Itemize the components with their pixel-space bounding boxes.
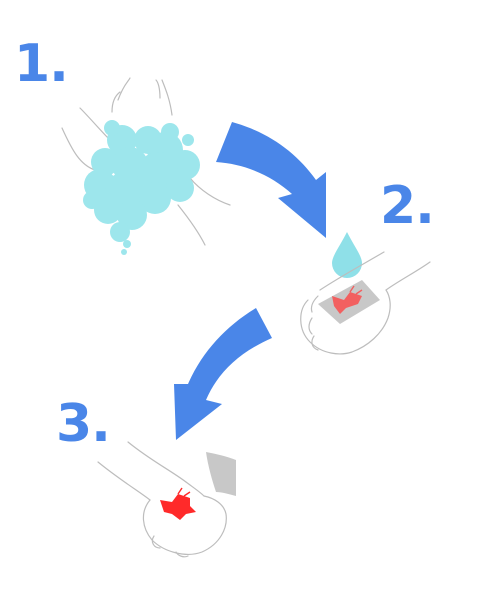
arrow-step1-to-step2 (216, 122, 326, 238)
soap-foam (83, 120, 200, 255)
wash-hands-icon (61, 77, 231, 255)
wound-faded-marks (349, 285, 363, 295)
step-number-2: 2. (380, 176, 435, 236)
step-number-3: 3. (56, 394, 111, 454)
wound-marks (177, 487, 191, 497)
wound-faded-icon (332, 292, 362, 314)
arrow-step2-to-step3 (174, 308, 272, 440)
apply-bandage-icon (97, 441, 236, 558)
hands-outline (61, 77, 231, 246)
rinse-wound-icon (300, 232, 431, 355)
water-drop-icon (332, 232, 362, 278)
bandage-strip (206, 452, 236, 496)
hand-outline-step3 (97, 441, 227, 558)
wound-icon (160, 494, 196, 520)
hand-outline-step2 (300, 251, 431, 355)
step-number-1: 1. (14, 34, 69, 94)
